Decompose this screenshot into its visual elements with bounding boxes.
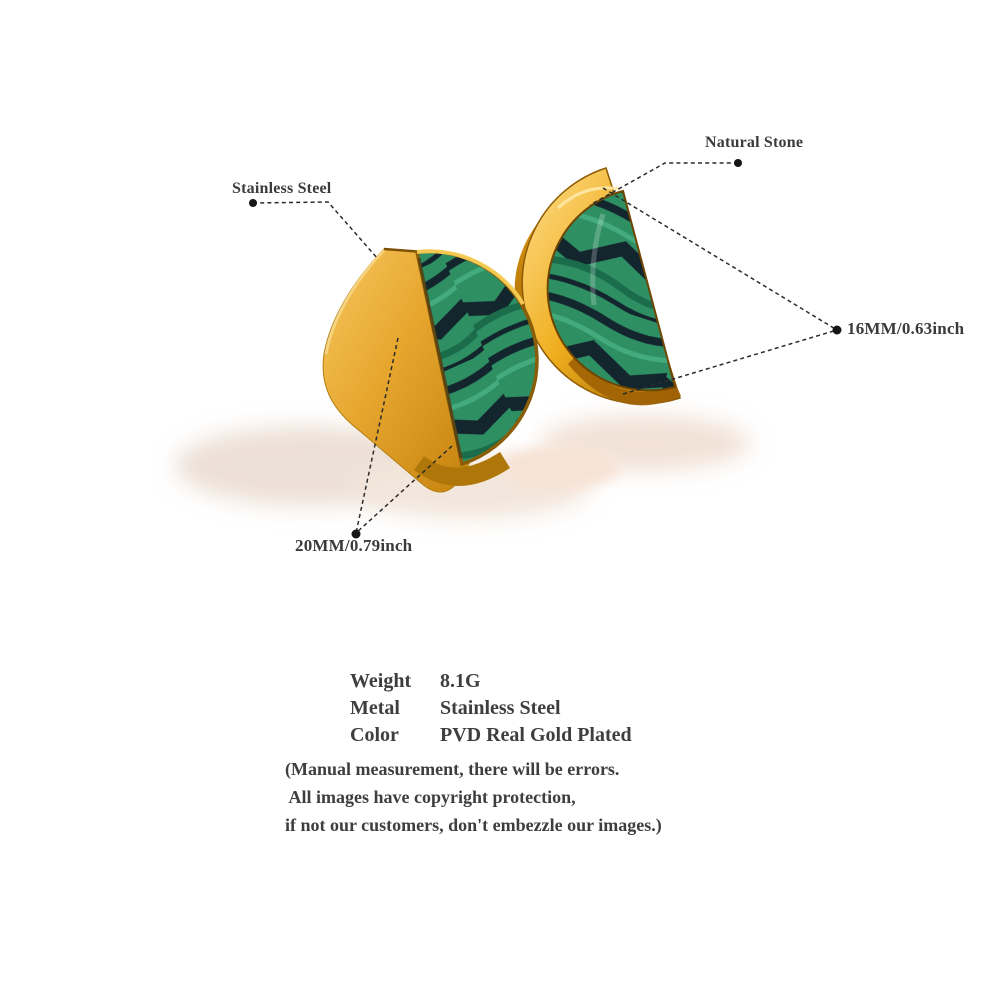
size-20mm-dot [351,529,361,539]
spec-row-weight: Weight 8.1G [350,668,632,695]
stainless-steel-leader-line [252,201,379,260]
callout-stainless-steel: Stainless Steel [232,180,332,197]
left-ring-under-rim [414,452,510,487]
callout-lines [252,162,838,534]
size-16mm-dot [832,325,842,335]
right-ring-stone [546,189,677,392]
callout-size-20mm: 20MM/0.79inch [295,536,413,555]
natural-stone-leader-line [589,162,738,206]
spec-label-weight: Weight [350,670,412,692]
right-ring-bezel-highlight [556,186,621,210]
size-16mm-leader-lines [602,187,838,395]
spec-label-metal: Metal [350,697,400,719]
disclaimer-line-1: (Manual measurement, there will be error… [285,759,620,779]
left-ring-bezel-highlight [416,249,525,306]
spec-label-color: Color [350,724,399,746]
stainless-steel-dot [249,199,257,207]
spec-table: Weight 8.1G Metal Stainless Steel Color … [350,668,632,749]
callout-natural-stone: Natural Stone [705,134,804,151]
spec-value-weight: 8.1G [440,670,481,692]
spec-value-color: PVD Real Gold Plated [440,724,632,746]
right-ring-stone-highlight [590,213,606,306]
natural-stone-dot [734,159,742,167]
callout-dots [249,159,842,539]
disclaimer: (Manual measurement, there will be error… [285,755,662,839]
spec-row-metal: Metal Stainless Steel [350,695,632,722]
callout-size-16mm: 16MM/0.63inch [847,319,965,338]
disclaimer-line-3: if not our customers, don't embezzle our… [285,815,662,835]
left-ring-stone-edge-shadow [417,257,463,459]
disclaimer-line-2: All images have copyright protection, [285,787,576,807]
size-20mm-leader-lines [355,337,453,534]
right-ring [514,167,681,406]
left-ring-edge-highlight [324,248,386,355]
left-ring [322,247,539,493]
spec-row-color: Color PVD Real Gold Plated [350,722,632,749]
right-ring-bezel-shade [568,356,681,406]
spec-value-metal: Stainless Steel [440,697,561,719]
